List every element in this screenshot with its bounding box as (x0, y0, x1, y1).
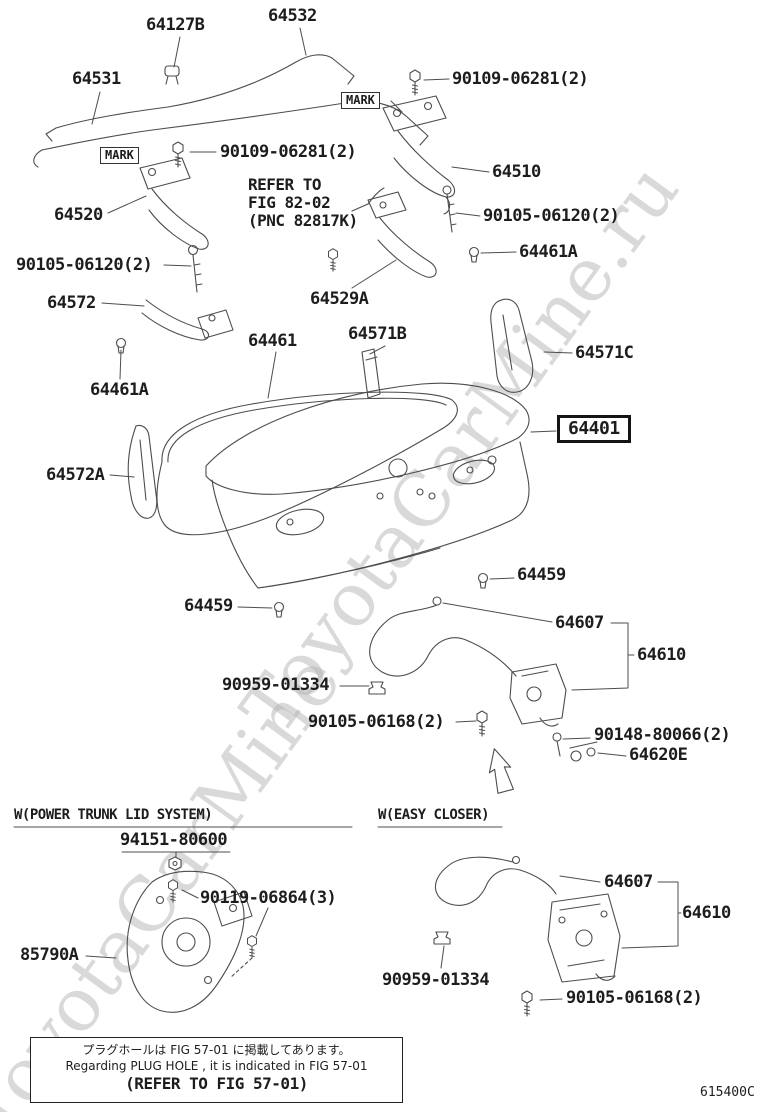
callout-64572[interactable]: 64572 (47, 293, 96, 313)
callout-64620E[interactable]: 64620E (629, 745, 688, 765)
section-power-trunk-lid: W(POWER TRUNK LID SYSTEM) (14, 807, 213, 823)
callout-64529A[interactable]: 64529A (310, 289, 369, 309)
arm-64572-drawing (141, 299, 234, 341)
refer-note-block: REFER TO FIG 82-02 (PNC 82817K) (248, 176, 358, 230)
callout-90105-06120-left[interactable]: 90105-06120(2) (16, 255, 153, 275)
doc-code: 615400C (700, 1085, 755, 1100)
refer-note-line3: (PNC 82817K) (248, 211, 358, 230)
striker-screw-drawing (552, 732, 598, 762)
callout-64531[interactable]: 64531 (72, 69, 121, 89)
callout-85790A[interactable]: 85790A (20, 945, 79, 965)
mark-tag-right: MARK (341, 92, 380, 109)
callout-90959-01334-bottom[interactable]: 90959-01334 (382, 970, 490, 990)
callout-64401-highlighted[interactable]: 64401 (557, 415, 631, 443)
refer-note-line2: FIG 82-02 (248, 193, 331, 212)
callout-64572A[interactable]: 64572A (46, 465, 105, 485)
callout-90109-06281-mid[interactable]: 90109-06281(2) (220, 142, 357, 162)
callout-90105-06120-right[interactable]: 90105-06120(2) (483, 206, 620, 226)
callout-64571C[interactable]: 64571C (575, 343, 634, 363)
left-hinge-drawing (139, 157, 209, 293)
footnote-japanese: プラグホールは FIG 57-01 に掲載してあります。 (82, 1043, 351, 1057)
footnote-box: プラグホールは FIG 57-01 に掲載してあります。 Regarding P… (30, 1037, 403, 1103)
footnote-english: Regarding PLUG HOLE , it is indicated in… (65, 1059, 368, 1073)
strip-64572A-drawing (127, 424, 158, 519)
callout-90959-01334[interactable]: 90959-01334 (222, 675, 330, 695)
section-easy-closer: W(EASY CLOSER) (378, 807, 490, 823)
torsion-bars-drawing (33, 54, 429, 168)
callout-64459-right[interactable]: 64459 (517, 565, 566, 585)
trunk-lid-drawing (205, 382, 530, 589)
footnote-refer: (REFER TO FIG 57-01) (125, 1074, 308, 1093)
callout-90148-80066[interactable]: 90148-80066(2) (594, 725, 731, 745)
callout-94151-80600[interactable]: 94151-80600 (120, 830, 228, 850)
callout-90119-06864[interactable]: 90119-06864(3) (200, 888, 337, 908)
callout-64461[interactable]: 64461 (248, 331, 297, 351)
callout-90105-06168-bottom[interactable]: 90105-06168(2) (566, 988, 703, 1008)
callout-64461A-left[interactable]: 64461A (90, 380, 149, 400)
callout-64610-bottom[interactable]: 64610 (682, 903, 731, 923)
callout-64127B[interactable]: 64127B (146, 15, 205, 35)
strip-64571C-drawing (490, 298, 534, 393)
callout-64459-left[interactable]: 64459 (184, 596, 233, 616)
callout-90105-06168[interactable]: 90105-06168(2) (308, 712, 445, 732)
callout-64461A-right[interactable]: 64461A (519, 242, 578, 262)
callout-64607-bottom[interactable]: 64607 (604, 872, 653, 892)
callout-64571B[interactable]: 64571B (348, 324, 407, 344)
direction-arrow (488, 748, 514, 794)
power-trunk-unit-drawing (126, 856, 253, 1013)
callout-64520[interactable]: 64520 (54, 205, 103, 225)
callout-90109-06281-top[interactable]: 90109-06281(2) (452, 69, 589, 89)
lock-cable-drawing (369, 596, 517, 677)
latch-assembly-drawing (509, 663, 567, 727)
callout-64510[interactable]: 64510 (492, 162, 541, 182)
right-hinge-drawing (351, 95, 457, 233)
weatherstrip-drawing (156, 391, 458, 536)
easy-closer-drawing (434, 855, 621, 983)
center-hinge-drawing (367, 191, 437, 278)
mark-tag-left: MARK (100, 147, 139, 164)
refer-note-line1: REFER TO (248, 175, 322, 194)
callout-64607[interactable]: 64607 (555, 613, 604, 633)
callout-64532[interactable]: 64532 (268, 6, 317, 26)
strip-64571B-drawing (361, 348, 381, 399)
leader-lines (85, 27, 682, 1001)
callout-64610[interactable]: 64610 (637, 645, 686, 665)
